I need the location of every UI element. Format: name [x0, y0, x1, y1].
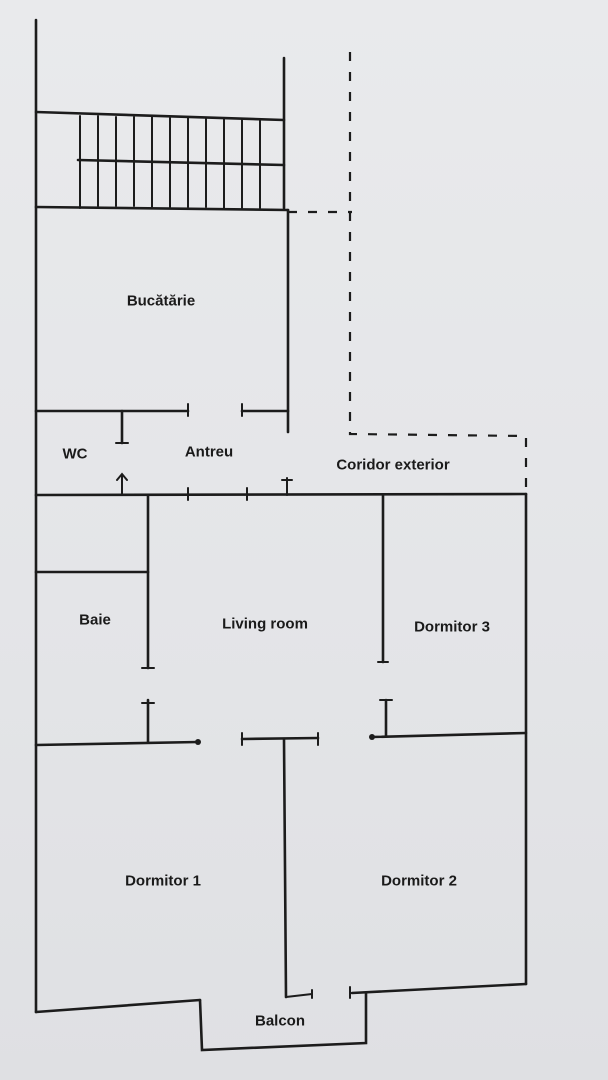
- dormitor3-wall-bottom: [370, 731, 528, 739]
- main-corridor-wall: [34, 492, 528, 497]
- room-label-coridor-exterior: Coridor exterior: [336, 456, 450, 474]
- outer-wall-bottom-right: [350, 982, 528, 995]
- room-label-living-room: Living room: [222, 615, 308, 633]
- room-label-wc: WC: [62, 445, 88, 463]
- dormitor-divider-top: [240, 736, 320, 741]
- room-label-dormitor-1: Dormitor 1: [125, 872, 201, 890]
- room-label-dormitor-3: Dormitor 3: [414, 618, 490, 636]
- room-label-bucatarie: Bucătărie: [126, 292, 196, 310]
- staircase: [34, 56, 290, 212]
- dormitor-divider: [282, 737, 288, 999]
- room-label-balcon: Balcon: [254, 1012, 306, 1030]
- outer-wall-bottom: [34, 998, 202, 1014]
- exterior-corridor-outline: [288, 52, 528, 494]
- balcony-outline: [198, 991, 368, 1052]
- dormitor1-wall-top: [34, 740, 200, 747]
- room-label-dormitor-2: Dormitor 2: [381, 872, 457, 890]
- room-label-antreu: Antreu: [184, 443, 234, 461]
- room-label-baie: Baie: [79, 611, 111, 629]
